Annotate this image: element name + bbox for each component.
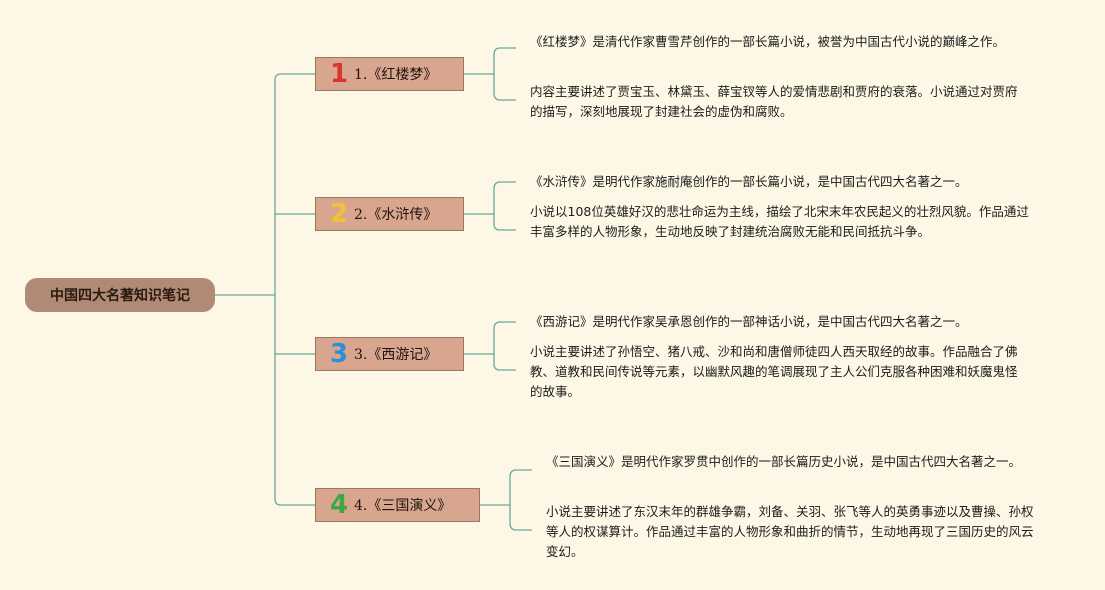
connector-notes-1 <box>464 47 516 101</box>
note-honglou-2: 内容主要讲述了贾宝玉、林黛玉、薛宝钗等人的爱情悲剧和贾府的衰落。小说通过对贾府的… <box>530 84 1018 119</box>
branch-xiyou[interactable]: 3 3.《西游记》 <box>315 337 464 371</box>
branch-label: 2.《水浒传》 <box>354 207 438 223</box>
connector-notes-4 <box>480 469 532 531</box>
note-shuihu-1: 《水浒传》是明代作家施耐庵创作的一部长篇小说，是中国古代四大名著之一。 <box>530 174 968 189</box>
note-shuihu-2: 小说以108位英雄好汉的悲壮命运为主线，描绘了北宋末年农民起义的壮烈风貌。作品通… <box>530 204 1029 239</box>
branch-sanguo[interactable]: 4 4.《三国演义》 <box>315 488 480 522</box>
connector-notes-3 <box>464 321 516 371</box>
number-1-icon: 1 <box>330 59 349 89</box>
note-sanguo-1: 《三国演义》是明代作家罗贯中创作的一部长篇历史小说，是中国古代四大名著之一。 <box>546 454 1022 469</box>
note-sanguo-2: 小说主要讲述了东汉末年的群雄争霸，刘备、关羽、张飞等人的英勇事迹以及曹操、孙权等… <box>546 504 1034 559</box>
branch-honglou[interactable]: 1 1.《红楼梦》 <box>315 57 464 91</box>
connector-spine <box>274 73 282 506</box>
branch-shuihu[interactable]: 2 2.《水浒传》 <box>315 197 464 231</box>
branch-label: 1.《红楼梦》 <box>354 67 438 83</box>
branch-label: 4.《三国演义》 <box>354 498 452 514</box>
note-honglou-1: 《红楼梦》是清代作家曹雪芹创作的一部长篇小说，被誉为中国古代小说的巅峰之作。 <box>530 34 1006 49</box>
connector-notes-2 <box>464 181 516 231</box>
note-xiyou-2: 小说主要讲述了孙悟空、猪八戒、沙和尚和唐僧师徒四人西天取经的故事。作品融合了佛教… <box>530 344 1018 399</box>
number-3-icon: 3 <box>330 339 349 369</box>
number-2-icon: 2 <box>330 199 349 229</box>
number-4-icon: 4 <box>330 490 349 520</box>
branch-label: 3.《西游记》 <box>354 347 438 363</box>
root-node[interactable]: 中国四大名著知识笔记 <box>25 278 215 312</box>
root-title: 中国四大名著知识笔记 <box>50 288 190 304</box>
note-xiyou-1: 《西游记》是明代作家吴承恩创作的一部神话小说，是中国古代四大名著之一。 <box>530 314 968 329</box>
